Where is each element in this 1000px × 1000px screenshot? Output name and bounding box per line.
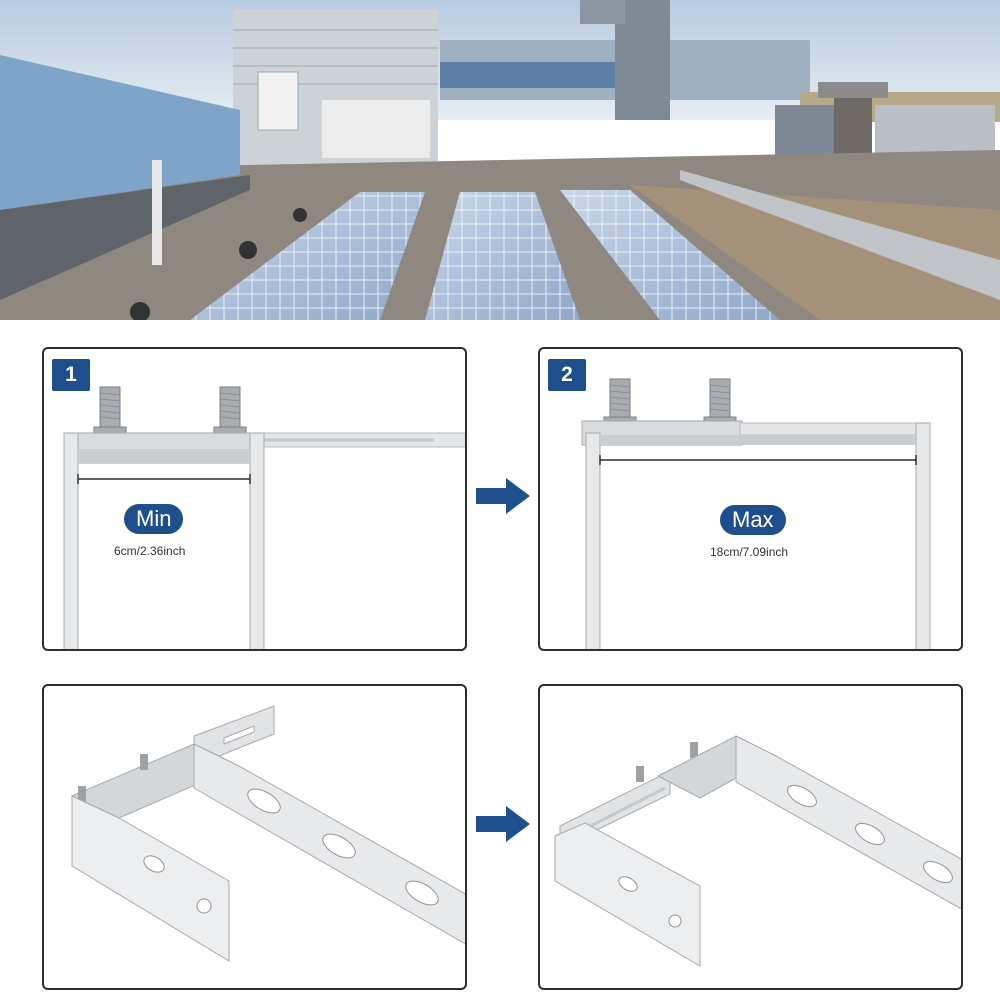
max-label: Max [720,505,786,535]
rooftop-solar-photo [0,0,1000,320]
step-number-badge: 1 [52,359,90,391]
step-number-badge: 2 [548,359,586,391]
bracket-3d-extended-diagram [554,735,961,967]
bracket-3d-extended-panel [538,684,963,990]
right-arrow-icon [476,478,530,514]
step-2-max-panel: 2 Max 18cm/7.09inch [538,347,963,651]
min-measurement: 6cm/2.36inch [114,544,186,558]
bracket-3d-collapsed-panel [42,684,467,990]
bracket-max-diagram [581,378,931,649]
min-label: Min [124,504,184,534]
step-1-min-panel: 1 Min 6cm/2.36inch [42,347,467,651]
right-arrow-icon [476,806,530,842]
bracket-min-diagram [63,386,465,649]
bracket-3d-collapsed-diagram [70,705,465,962]
max-measurement: 18cm/7.09inch [710,545,789,559]
